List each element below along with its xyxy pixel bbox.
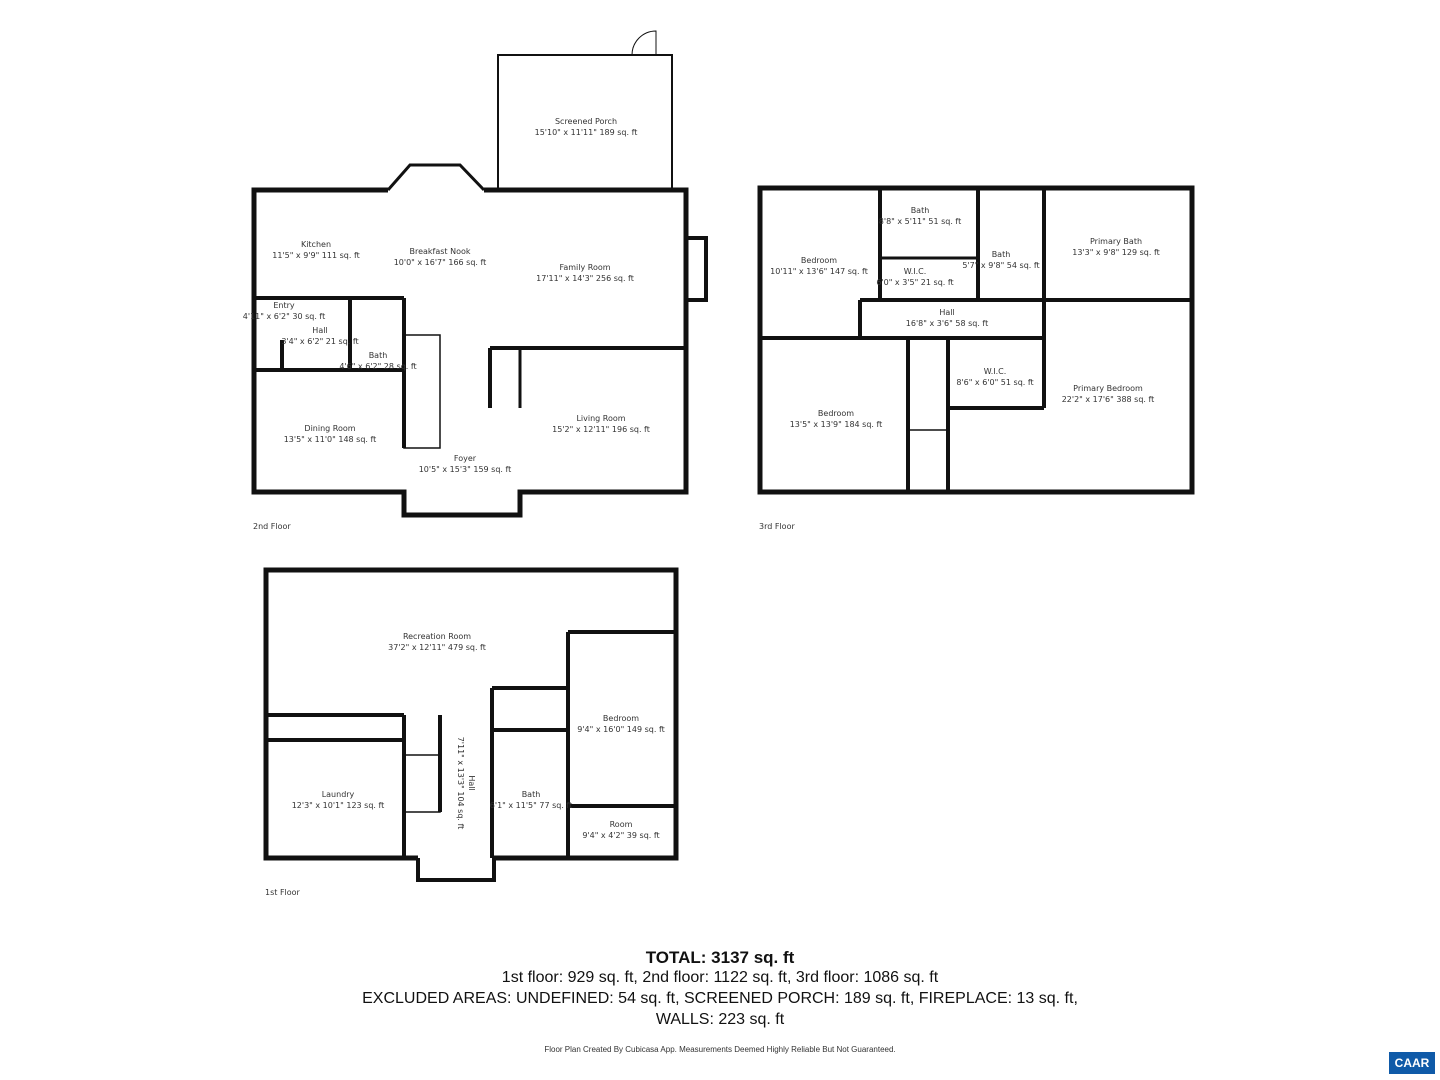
room-name: Recreation Room [402, 632, 472, 641]
room-dims: 7'11" x 13'3" 104 sq. ft [456, 736, 465, 830]
caar-logo: CAAR [1389, 1052, 1435, 1074]
floor-label-1st: 1st Floor [265, 888, 300, 897]
room-name: W.I.C. [983, 367, 1007, 376]
floor-label-3rd: 3rd Floor [759, 522, 795, 531]
room-dims: 10'5" x 15'3" 159 sq. ft [418, 465, 512, 474]
room-name: Primary Bedroom [1073, 384, 1143, 393]
room-name: Bath [991, 250, 1011, 259]
room-label-hall: Hall 3'4" x 6'2" 21 sq. ft [281, 325, 358, 347]
room-dims: 13'5" x 13'9" 184 sq. ft [789, 420, 883, 429]
room-dims: 15'2" x 12'11" 196 sq. ft [552, 425, 650, 434]
room-name: W.I.C. [903, 267, 927, 276]
excluded-areas: EXCLUDED AREAS: UNDEFINED: 54 sq. ft, SC… [362, 990, 1078, 1007]
room-name: Foyer [453, 454, 477, 463]
room-label-room: Room 9'4" x 4'2" 39 sq. ft [582, 819, 659, 841]
room-label-bedroom: Bedroom 10'11" x 13'6" 147 sq. ft [770, 255, 868, 277]
room-label-hall: Hall 16'8" x 3'6" 58 sq. ft [906, 307, 988, 329]
walls-area: WALLS: 223 sq. ft [655, 1011, 785, 1028]
room-name: Primary Bath [1089, 237, 1143, 246]
room-label-bath: Bath 6'1" x 11'5" 77 sq. ft [490, 789, 572, 811]
credit-note: Floor Plan Created By Cubicasa App. Meas… [544, 1045, 896, 1054]
room-label-living-room: Living Room 15'2" x 12'11" 196 sq. ft [552, 413, 650, 435]
room-dims: 37'2" x 12'11" 479 sq. ft [388, 643, 486, 652]
room-name: Bedroom [602, 714, 640, 723]
room-label-entry: Entry 4'11" x 6'2" 30 sq. ft [243, 300, 325, 322]
room-name: Kitchen [300, 240, 332, 249]
second-floor-walls [251, 163, 708, 518]
room-dims: 4'6" x 6'2" 28 sq. ft [339, 362, 417, 371]
room-label-screened-porch: Screened Porch 15'10" x 11'11" 189 sq. ft [535, 116, 638, 138]
room-dims: 6'1" x 11'5" 77 sq. ft [489, 801, 573, 810]
room-dims: 22'2" x 17'6" 388 sq. ft [1061, 395, 1155, 404]
room-name: Dining Room [304, 424, 356, 433]
room-name: Family Room [559, 263, 611, 272]
room-name: Hall [939, 308, 955, 317]
room-dims: 10'11" x 13'6" 147 sq. ft [770, 267, 868, 276]
room-name: Bath [910, 206, 930, 215]
room-dims: 9'4" x 16'0" 149 sq. ft [577, 725, 665, 734]
room-name: Screened Porch [554, 117, 618, 126]
room-name: Entry [273, 301, 295, 310]
room-label-primary-bedroom: Primary Bedroom 22'2" x 17'6" 388 sq. ft [1062, 383, 1155, 405]
total-area: TOTAL: 3137 sq. ft [645, 948, 795, 967]
floor-areas: 1st floor: 929 sq. ft, 2nd floor: 1122 s… [501, 969, 939, 986]
room-dims: 8'6" x 6'0" 51 sq. ft [956, 378, 1034, 387]
room-dims: 9'4" x 4'2" 39 sq. ft [582, 831, 660, 840]
first-floor-walls [263, 567, 679, 882]
room-dims: 16'8" x 3'6" 58 sq. ft [905, 319, 989, 328]
room-dims: 4'11" x 6'2" 30 sq. ft [242, 312, 326, 321]
room-name: Bedroom [817, 409, 855, 418]
room-dims: 5'7" x 9'8" 54 sq. ft [962, 261, 1040, 270]
floor-label-2nd: 2nd Floor [253, 522, 291, 531]
room-name: Hall [467, 775, 476, 791]
room-label-primary-bath: Primary Bath 13'3" x 9'8" 129 sq. ft [1072, 236, 1160, 258]
room-dims: 10'0" x 16'7" 166 sq. ft [393, 258, 487, 267]
room-label-family-room: Family Room 17'11" x 14'3" 256 sq. ft [536, 262, 634, 284]
room-label-recreation-room: Recreation Room 37'2" x 12'11" 479 sq. ft [388, 631, 486, 653]
room-dims: 15'10" x 11'11" 189 sq. ft [534, 128, 638, 137]
room-name: Breakfast Nook [409, 247, 471, 256]
room-name: Room [609, 820, 633, 829]
room-label-bath: Bath 4'6" x 6'2" 28 sq. ft [339, 350, 416, 372]
room-name: Hall [312, 326, 328, 335]
room-label-bedroom: Bedroom 9'4" x 16'0" 149 sq. ft [577, 713, 665, 735]
room-label-foyer: Foyer 10'5" x 15'3" 159 sq. ft [419, 453, 512, 475]
room-name: Living Room [576, 414, 626, 423]
third-floor-walls [757, 185, 1195, 495]
room-dims: 8'8" x 5'11" 51 sq. ft [878, 217, 962, 226]
room-label-breakfast-nook: Breakfast Nook 10'0" x 16'7" 166 sq. ft [394, 246, 487, 268]
room-dims: 12'3" x 10'1" 123 sq. ft [291, 801, 385, 810]
room-dims: 13'5" x 11'0" 148 sq. ft [283, 435, 377, 444]
room-dims: 17'11" x 14'3" 256 sq. ft [536, 274, 634, 283]
room-name: Bath [521, 790, 541, 799]
room-name: Bath [368, 351, 388, 360]
room-label-laundry: Laundry 12'3" x 10'1" 123 sq. ft [292, 789, 385, 811]
room-name: Laundry [321, 790, 355, 799]
room-dims: 11'5" x 9'9" 111 sq. ft [272, 251, 360, 260]
room-label-kitchen: Kitchen 11'5" x 9'9" 111 sq. ft [272, 239, 360, 261]
room-label-bath-2: Bath 5'7" x 9'8" 54 sq. ft [962, 249, 1039, 271]
room-label-dining-room: Dining Room 13'5" x 11'0" 148 sq. ft [284, 423, 377, 445]
room-label-bath: Bath 8'8" x 5'11" 51 sq. ft [879, 205, 961, 227]
room-label-wic-2: W.I.C. 8'6" x 6'0" 51 sq. ft [956, 366, 1033, 388]
screened-porch-walls [497, 30, 673, 190]
room-dims: 13'3" x 9'8" 129 sq. ft [1072, 248, 1160, 257]
room-label-bedroom-2: Bedroom 13'5" x 13'9" 184 sq. ft [790, 408, 883, 430]
room-dims: 3'4" x 6'2" 21 sq. ft [281, 337, 359, 346]
room-name: Bedroom [800, 256, 838, 265]
room-label-wic: W.I.C. 6'0" x 3'5" 21 sq. ft [876, 266, 953, 288]
room-dims: 6'0" x 3'5" 21 sq. ft [876, 278, 954, 287]
